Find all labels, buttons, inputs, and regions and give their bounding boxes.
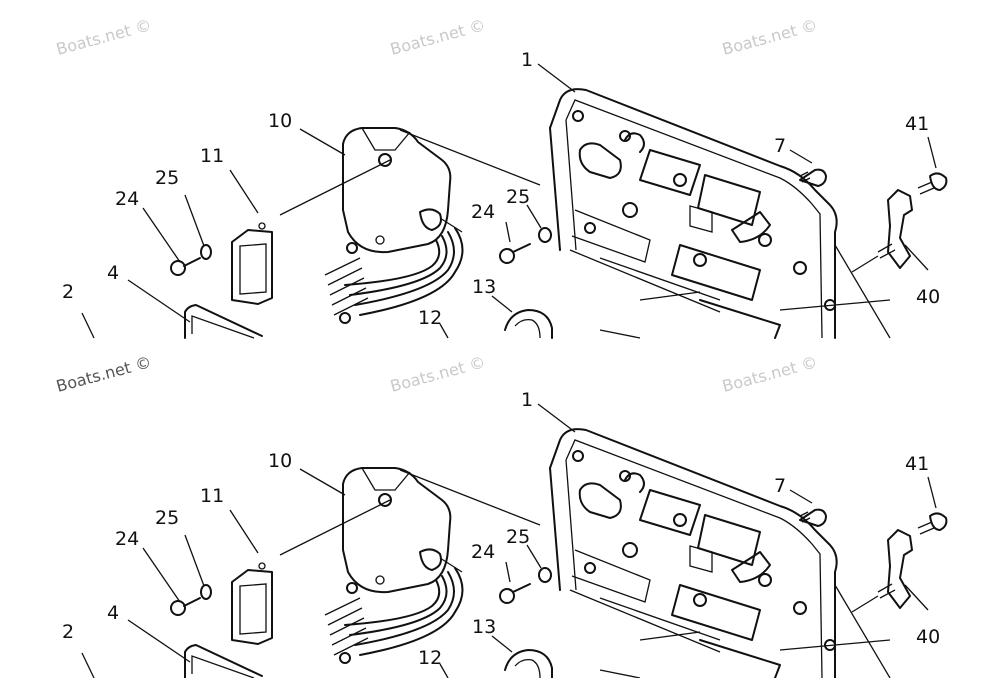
watermark: Boats.net © [720, 352, 819, 396]
callout-2: 2 [62, 281, 74, 303]
callout-11: 11 [200, 145, 224, 167]
watermark: Boats.net © [388, 15, 487, 59]
callout-24: 24 [471, 541, 495, 563]
callout-12: 12 [418, 647, 442, 669]
watermark: Boats.net © [388, 352, 487, 396]
callout-10: 10 [268, 110, 292, 132]
callout-7: 7 [774, 475, 786, 497]
callout-25: 25 [155, 507, 179, 529]
callouts-upper: 1 2 4 7 10 11 12 13 24 25 24 25 40 41 [62, 49, 940, 329]
callout-12: 12 [418, 307, 442, 329]
callout-25: 25 [506, 526, 530, 548]
callout-40: 40 [916, 626, 940, 648]
callout-1: 1 [521, 49, 533, 71]
callout-11: 11 [200, 485, 224, 507]
callout-13: 13 [472, 616, 496, 638]
callout-4: 4 [107, 262, 119, 284]
callout-2: 2 [62, 621, 74, 643]
watermarks: Boats.net © Boats.net © Boats.net © Boat… [54, 15, 819, 396]
callout-40: 40 [916, 286, 940, 308]
callout-25: 25 [506, 186, 530, 208]
callout-24: 24 [115, 188, 139, 210]
watermark: Boats.net © [720, 15, 819, 59]
callout-24: 24 [471, 201, 495, 223]
callout-7: 7 [774, 135, 786, 157]
callout-24: 24 [115, 528, 139, 550]
callout-41: 41 [905, 453, 929, 475]
callout-41: 41 [905, 113, 929, 135]
watermark: Boats.net © [54, 15, 153, 59]
callout-10: 10 [268, 450, 292, 472]
callout-13: 13 [472, 276, 496, 298]
callout-1: 1 [521, 389, 533, 411]
callouts-lower: 1 2 4 7 10 11 12 13 24 25 24 25 40 41 [62, 389, 940, 669]
watermark: Boats.net © [54, 352, 153, 396]
callout-25: 25 [155, 167, 179, 189]
callout-4: 4 [107, 602, 119, 624]
